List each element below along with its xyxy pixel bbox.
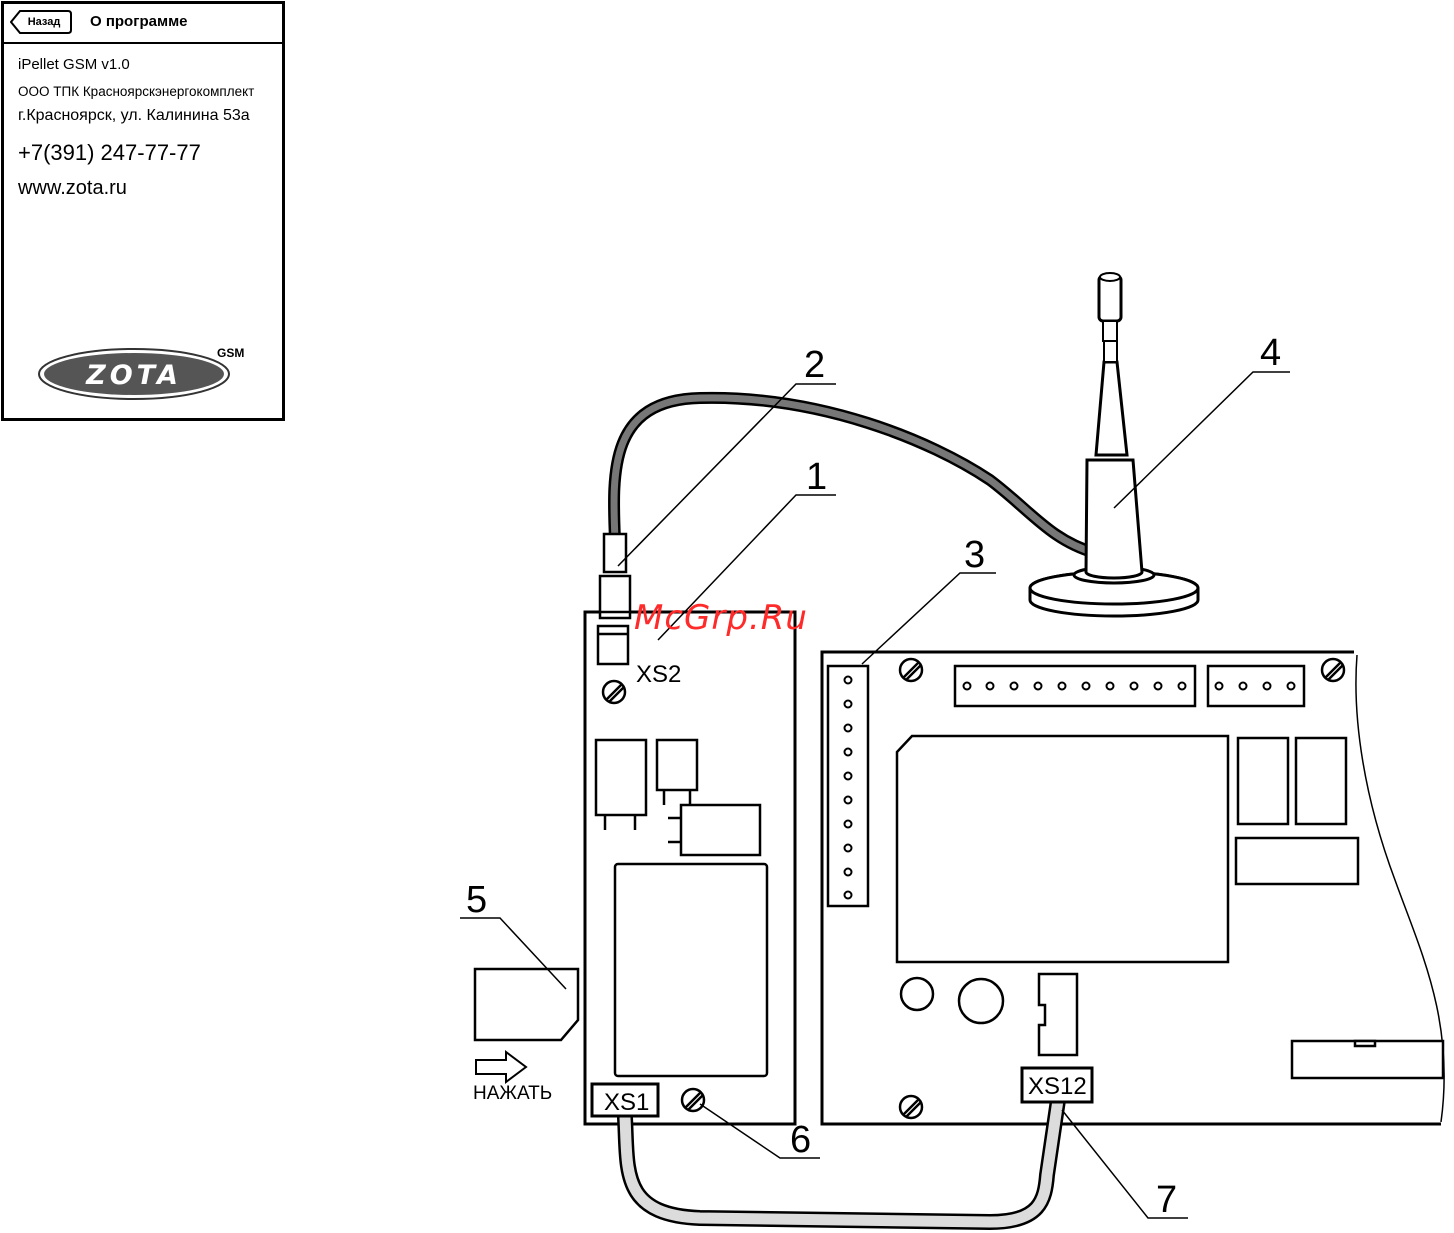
callout-3: 3 bbox=[964, 534, 985, 576]
antenna-cable bbox=[614, 398, 1095, 553]
callout-5: 5 bbox=[466, 879, 487, 921]
label-xs2: XS2 bbox=[636, 661, 681, 688]
callout-2: 2 bbox=[804, 344, 825, 386]
press-label: НАЖАТЬ bbox=[473, 1083, 552, 1104]
callout-7: 7 bbox=[1156, 1179, 1177, 1221]
antenna-connector bbox=[598, 534, 630, 664]
controller-components bbox=[897, 736, 1443, 1078]
antenna bbox=[1030, 273, 1198, 616]
press-arrow-icon bbox=[476, 1052, 526, 1082]
callout-6: 6 bbox=[790, 1119, 811, 1161]
callout-4: 4 bbox=[1260, 332, 1281, 374]
label-xs12: XS12 bbox=[1028, 1073, 1087, 1100]
interconnect-cable-outline bbox=[625, 1100, 1058, 1222]
label-xs1: XS1 bbox=[604, 1089, 649, 1116]
callout-1: 1 bbox=[806, 456, 827, 498]
watermark: McGrp.Ru bbox=[634, 598, 808, 638]
gsm-module-components bbox=[596, 740, 767, 1076]
sim-card bbox=[475, 969, 578, 1040]
interconnect-cable bbox=[625, 1100, 1058, 1222]
